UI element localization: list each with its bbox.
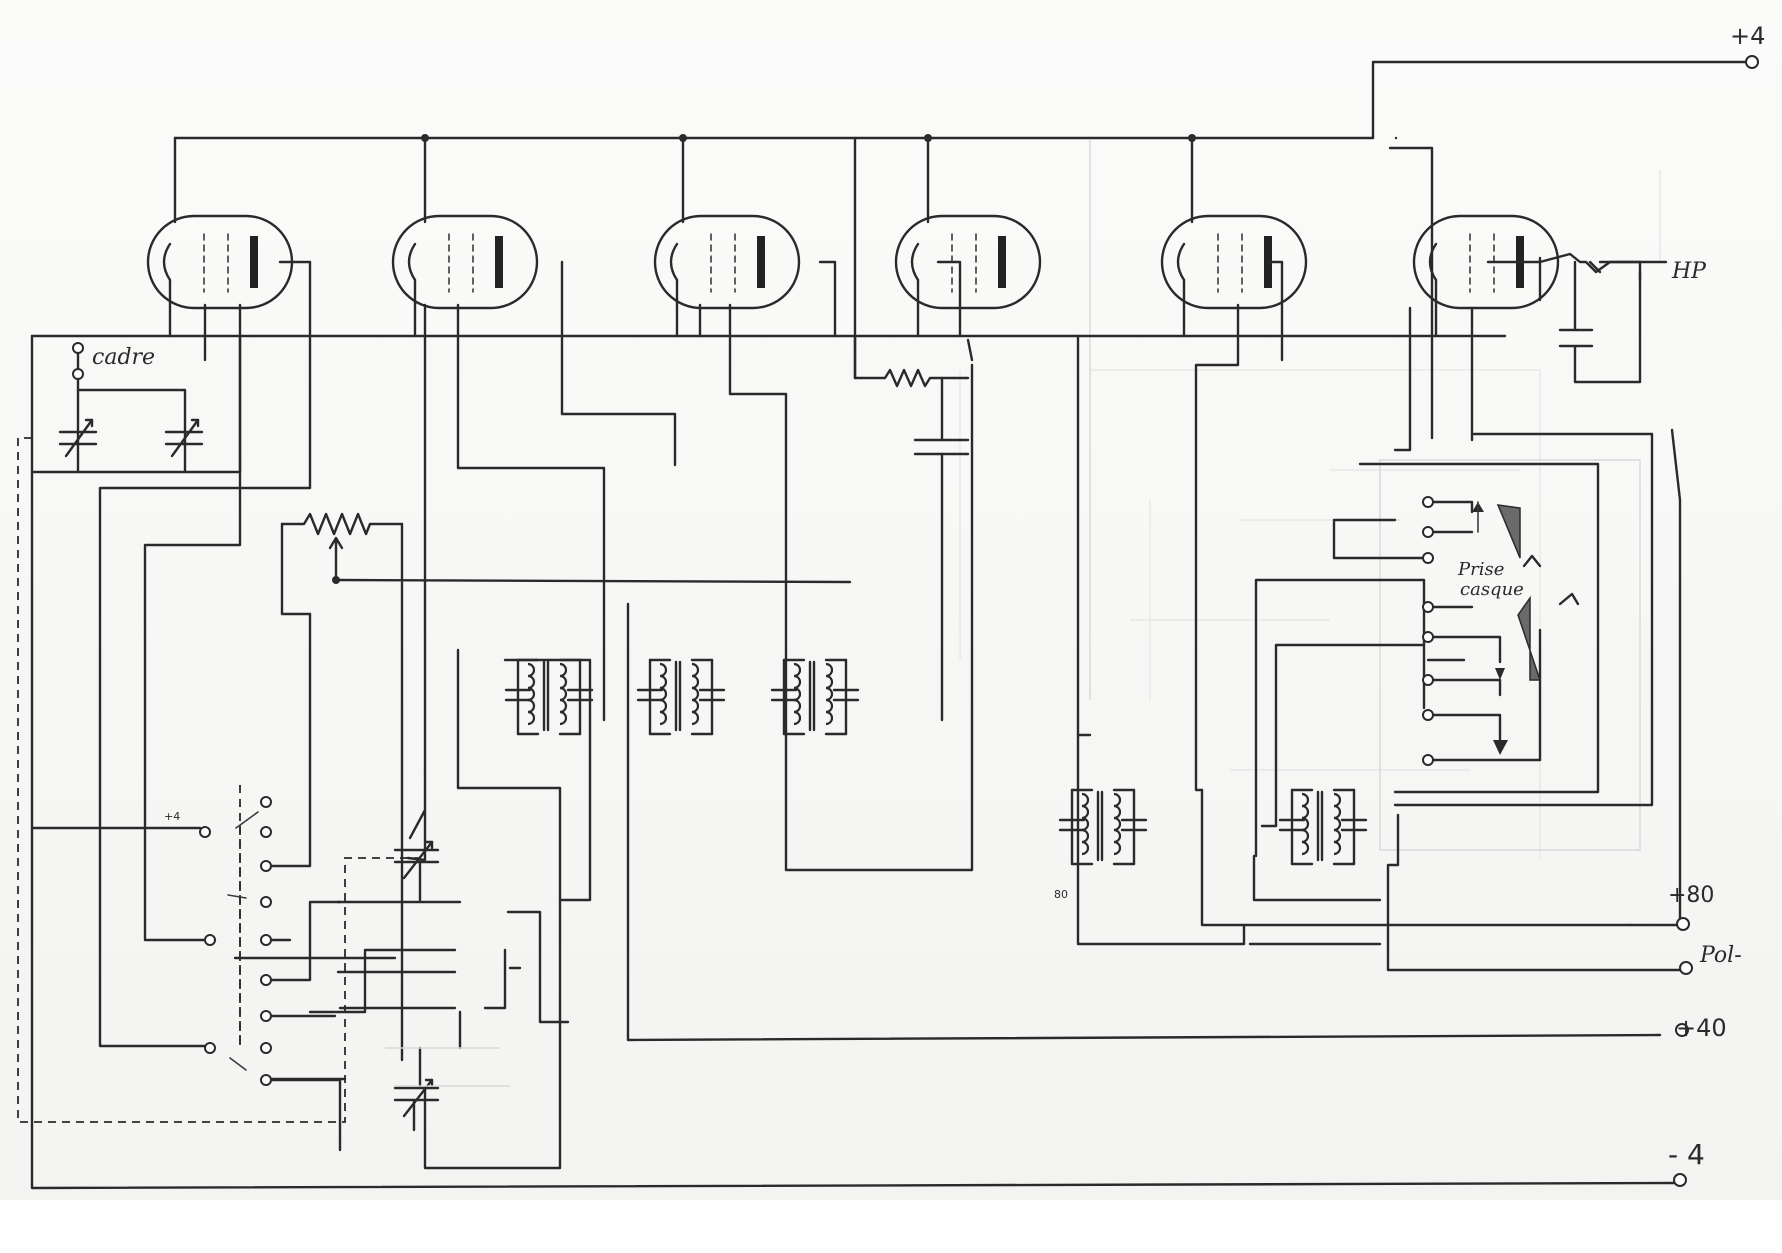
label-hp: HP	[1671, 259, 1707, 284]
label-pol-minus: Pol-	[1699, 943, 1742, 968]
transformers	[504, 658, 1368, 866]
transformer-4	[1058, 788, 1148, 866]
valve-2-wiring	[423, 260, 677, 777]
label-plus4: +4	[1730, 22, 1765, 50]
terminal-minus4	[1673, 1173, 1687, 1187]
label-plus80: +80	[1668, 883, 1714, 908]
valve-5	[1160, 214, 1308, 338]
terminal-plus4	[1745, 55, 1759, 69]
headphone-jack-label-2: casque	[1460, 579, 1524, 600]
label-plus40: +40	[1676, 1014, 1727, 1042]
valve-5-wiring	[1076, 260, 1284, 792]
valve-6-wiring	[1388, 136, 1668, 452]
valves	[146, 214, 1560, 338]
valve-3	[653, 214, 801, 338]
valve-3-wiring	[698, 260, 974, 872]
valve-4-wiring	[853, 260, 974, 722]
ghost-lines	[959, 140, 1661, 860]
cadre-terminal-2	[72, 368, 84, 380]
frame-antenna-section	[30, 334, 242, 474]
variable-capacitor-1	[58, 418, 98, 458]
transformer-5	[1278, 788, 1368, 866]
paper-background	[0, 0, 1782, 1200]
terminal-pol-minus	[1679, 961, 1693, 975]
headphone-jack-block: Prise casque	[1254, 432, 1654, 858]
transformer-1	[504, 658, 594, 736]
terminal-plus80	[1676, 917, 1690, 931]
cadre-terminal-1	[72, 342, 84, 354]
power-rails: 80	[626, 428, 1682, 1042]
headphone-jack-label-1: Prise	[1457, 559, 1504, 580]
small-80-note: 80	[1054, 888, 1068, 901]
valve-1-wiring	[98, 260, 312, 1048]
valve-4	[894, 214, 1042, 338]
terminal-plus40	[1675, 1023, 1689, 1037]
transformer-2	[636, 658, 726, 736]
valve-1	[146, 214, 294, 338]
ganged-tuning-linkage	[17, 437, 420, 1123]
valve-2	[391, 214, 539, 338]
filament-bus	[173, 60, 1750, 380]
wave-switch: +4	[30, 612, 342, 1152]
transformer-3	[770, 658, 860, 736]
variable-capacitor-2	[164, 418, 204, 458]
small-plus4-note: +4	[164, 810, 180, 823]
label-minus4: - 4	[1668, 1138, 1705, 1171]
label-cadre: cadre	[92, 345, 155, 370]
potentiometer	[280, 512, 852, 1062]
oscillator-coil-section	[233, 648, 592, 1170]
valve-6	[1412, 214, 1560, 338]
supply-terminals: +4 HP +80 Pol- +40 - 4	[1668, 22, 1765, 1187]
filament-return	[30, 334, 1682, 1190]
